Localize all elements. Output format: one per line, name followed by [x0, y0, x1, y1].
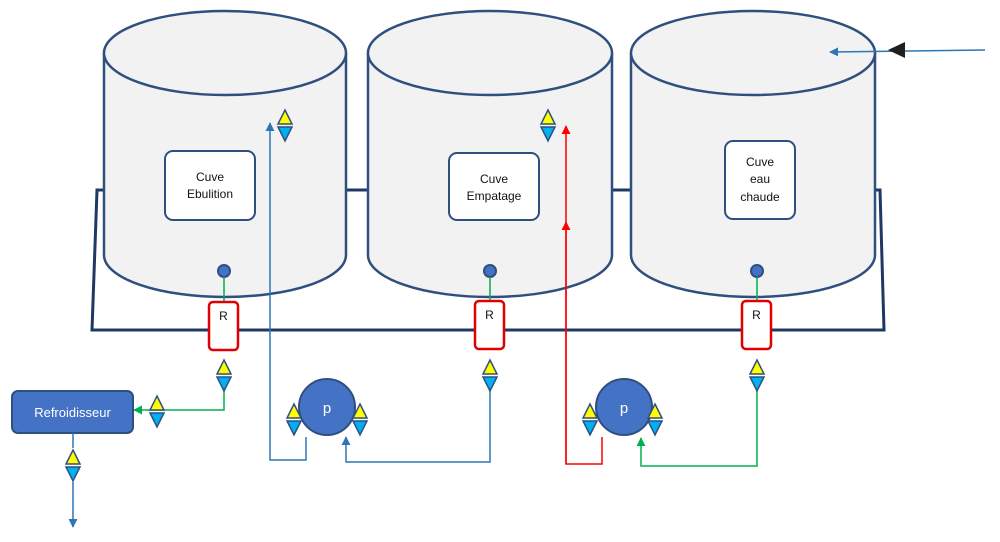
connector-icon — [748, 358, 766, 393]
tank-label-line2: Empatage — [467, 189, 522, 203]
tank-label-box — [724, 140, 796, 220]
outlet-port — [483, 264, 497, 278]
outlet-port — [750, 264, 764, 278]
cooler-label: Refroidisseur — [34, 405, 111, 420]
tank-label-line1: Cuve — [746, 155, 774, 169]
water-inlet — [829, 42, 986, 58]
valve-ebulition[interactable]: R — [207, 300, 240, 352]
tank-label-line1: Cuve — [480, 172, 508, 186]
connector-icon — [276, 108, 294, 143]
outlet-port — [217, 264, 231, 278]
connector-icon — [481, 358, 499, 393]
pipe-blue-pump1-in — [341, 390, 491, 463]
tank-label-line2: eau — [750, 172, 770, 186]
pump-2[interactable]: p — [595, 378, 653, 436]
support-frame — [90, 188, 886, 332]
tank-label-line1: Cuve — [196, 170, 224, 184]
connector-icon — [646, 402, 664, 437]
tank-label-line3: chaude — [740, 190, 780, 204]
connector-icon — [351, 402, 369, 437]
connector-icon — [539, 108, 557, 143]
connector-icon — [64, 448, 82, 483]
connector-icon — [215, 358, 233, 393]
pipe-blue-pump1-out — [265, 122, 307, 461]
valve-eau-chaude[interactable]: R — [740, 299, 773, 351]
pump-label: p — [323, 400, 331, 417]
tank-ebulition: Cuve Ebulition — [102, 9, 348, 299]
pump-label: p — [620, 400, 628, 417]
connector-icon — [285, 402, 303, 437]
valve-label: R — [752, 308, 761, 322]
valve-empatage[interactable]: R — [473, 299, 506, 351]
tank-label-box — [164, 150, 256, 221]
cooler[interactable]: Refroidisseur — [11, 390, 134, 434]
valve-label: R — [219, 309, 228, 323]
pump-1[interactable]: p — [298, 378, 356, 436]
connector-icon — [581, 402, 599, 437]
tank-eau-chaude: Cuve eau chaude — [629, 9, 877, 299]
tank-label-line2: Ebulition — [187, 187, 233, 201]
tank-empatage: Cuve Empatage — [366, 9, 614, 299]
tank-label-box — [448, 152, 540, 221]
pipe-green-cooler — [133, 390, 225, 415]
pipe-green-pump2-in — [636, 390, 758, 467]
valve-label: R — [485, 308, 494, 322]
connector-icon — [148, 394, 166, 429]
